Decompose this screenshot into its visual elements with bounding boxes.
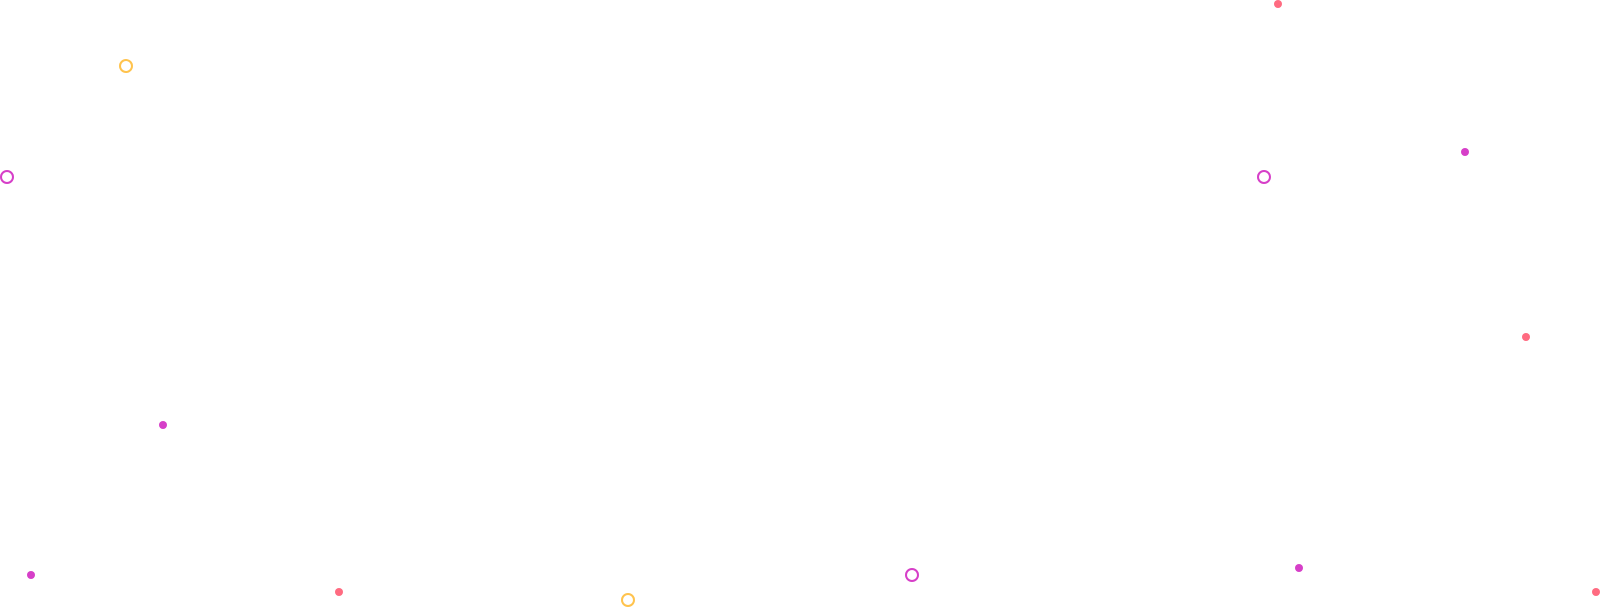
decor-ring-4 [621,593,635,607]
decor-dot-1 [1274,0,1282,8]
decor-ring-3 [1257,170,1271,184]
decor-ring-1 [119,59,133,73]
decor-ring-2 [0,170,14,184]
decor-dot-3 [1522,333,1530,341]
decor-dot-8 [1592,588,1600,596]
decor-dot-5 [27,571,35,579]
decor-ring-5 [905,568,919,582]
decor-dot-6 [335,588,343,596]
decor-dot-7 [1295,564,1303,572]
decor-dot-4 [159,421,167,429]
decor-dot-2 [1461,148,1469,156]
